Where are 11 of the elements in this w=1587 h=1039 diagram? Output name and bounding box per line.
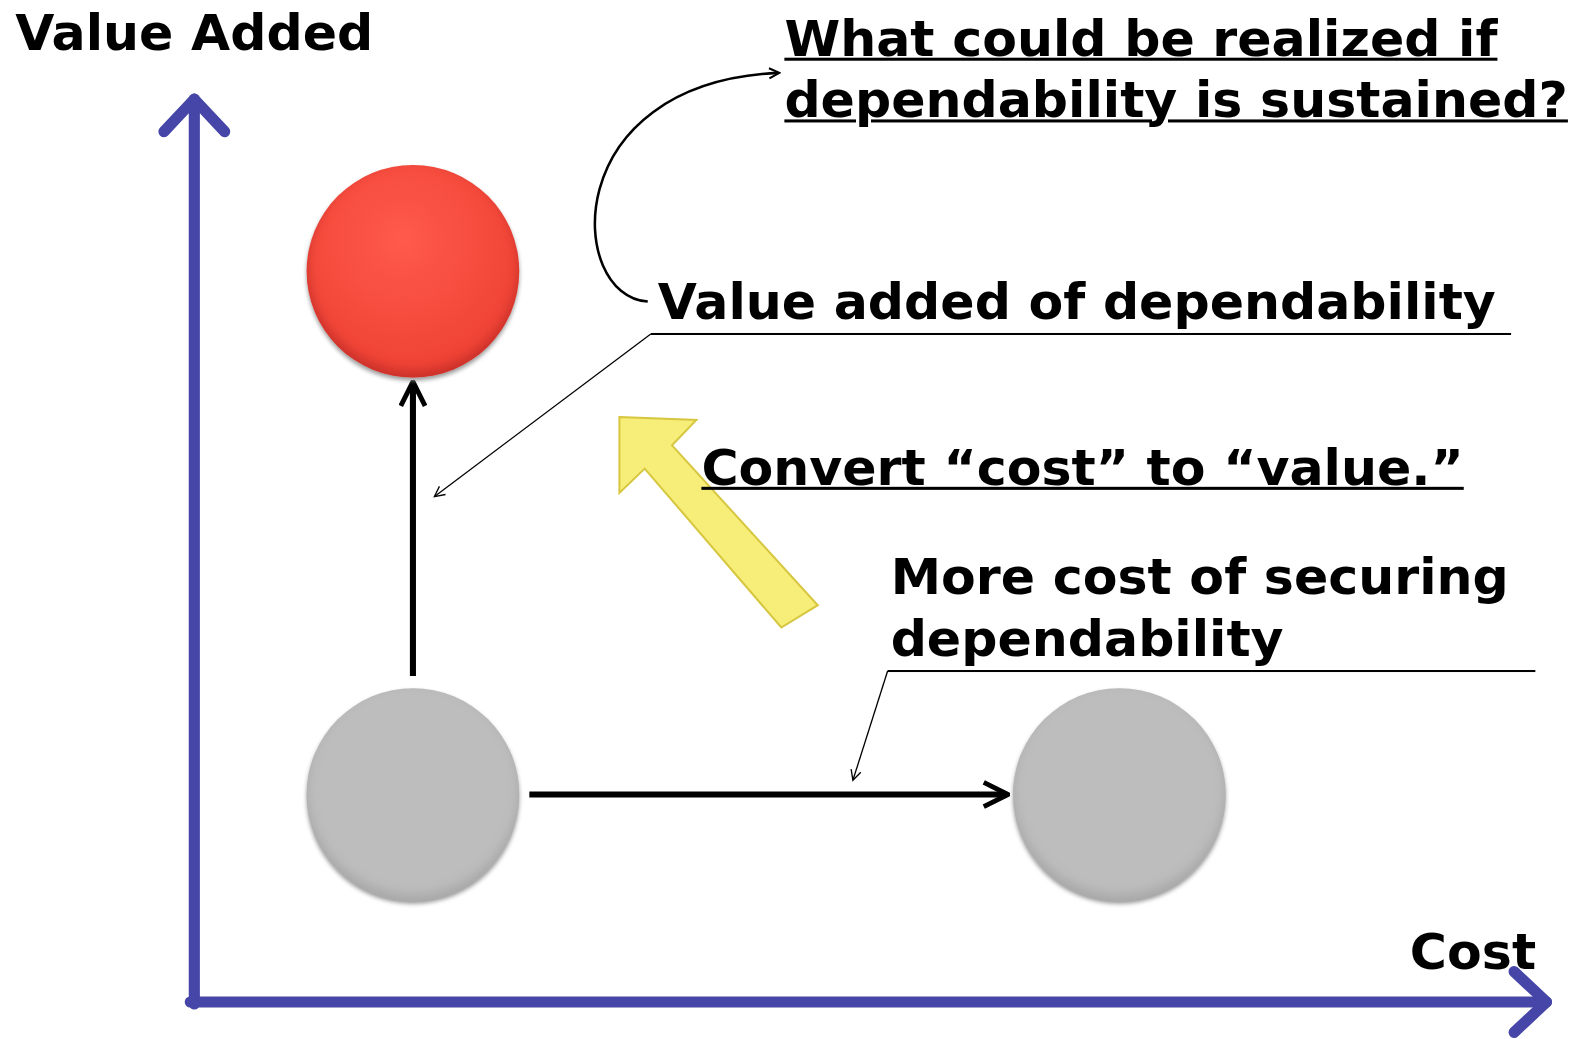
axis-title: Value Added [15, 2, 374, 64]
curved-arrow [593, 68, 781, 303]
arrow [398, 379, 428, 677]
callout-text: Convert “cost” to “value.” [701, 437, 1464, 499]
callout-text: More cost of securing dependability [887, 546, 1536, 673]
question-text: What could be realized if dependability is sustained? [784, 8, 1587, 132]
leader-line [433, 333, 652, 498]
axis-title: Cost [1409, 921, 1537, 983]
leader-line [850, 670, 889, 781]
callout-text: Value added of dependability [650, 271, 1512, 335]
arrow [529, 779, 1011, 810]
